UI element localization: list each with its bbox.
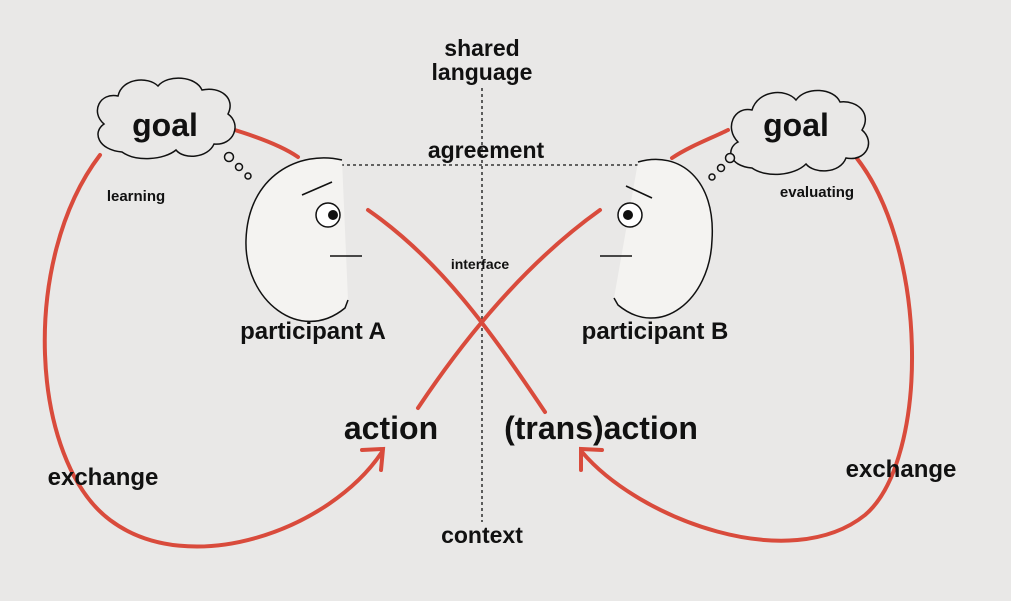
transaction-label: (trans)action xyxy=(504,410,698,446)
participant-b-head xyxy=(600,158,713,319)
shared-language-line2: language xyxy=(432,59,533,85)
goal-cloud-right xyxy=(708,89,870,181)
participant-b-pupil xyxy=(623,210,633,220)
exchange-right-label: exchange xyxy=(846,456,957,483)
right-arrowhead xyxy=(579,446,604,472)
action-label: action xyxy=(344,410,438,446)
goal-right-to-participant-b-curve xyxy=(670,128,730,160)
red-flow-curves xyxy=(42,126,915,549)
participant-a-head xyxy=(245,157,362,322)
interface-label: interface xyxy=(451,256,510,272)
participant-a-eyebrow xyxy=(301,181,333,196)
action-to-participant-b-curve xyxy=(416,208,602,410)
goal-right-label: goal xyxy=(763,107,829,143)
right-exchange-loop xyxy=(580,148,915,543)
learning-label: learning xyxy=(107,188,165,205)
shared-language-line1: shared xyxy=(444,35,519,61)
participant-a-pupil xyxy=(328,210,338,220)
goal-left-label: goal xyxy=(132,107,198,143)
agreement-label: agreement xyxy=(428,137,545,163)
exchange-left-label: exchange xyxy=(48,464,159,491)
participant-b-label: participant B xyxy=(582,318,729,345)
participant-a-label: participant A xyxy=(240,318,386,345)
goal-left-to-participant-b-curve xyxy=(226,126,300,159)
context-label: context xyxy=(441,522,523,548)
left-arrowhead xyxy=(360,446,386,472)
participant-a-to-transaction-curve xyxy=(366,208,547,414)
goal-cloud-left xyxy=(96,77,252,180)
evaluating-label: evaluating xyxy=(780,184,854,201)
left-exchange-loop xyxy=(42,153,384,549)
participant-b-eyebrow xyxy=(625,185,653,199)
